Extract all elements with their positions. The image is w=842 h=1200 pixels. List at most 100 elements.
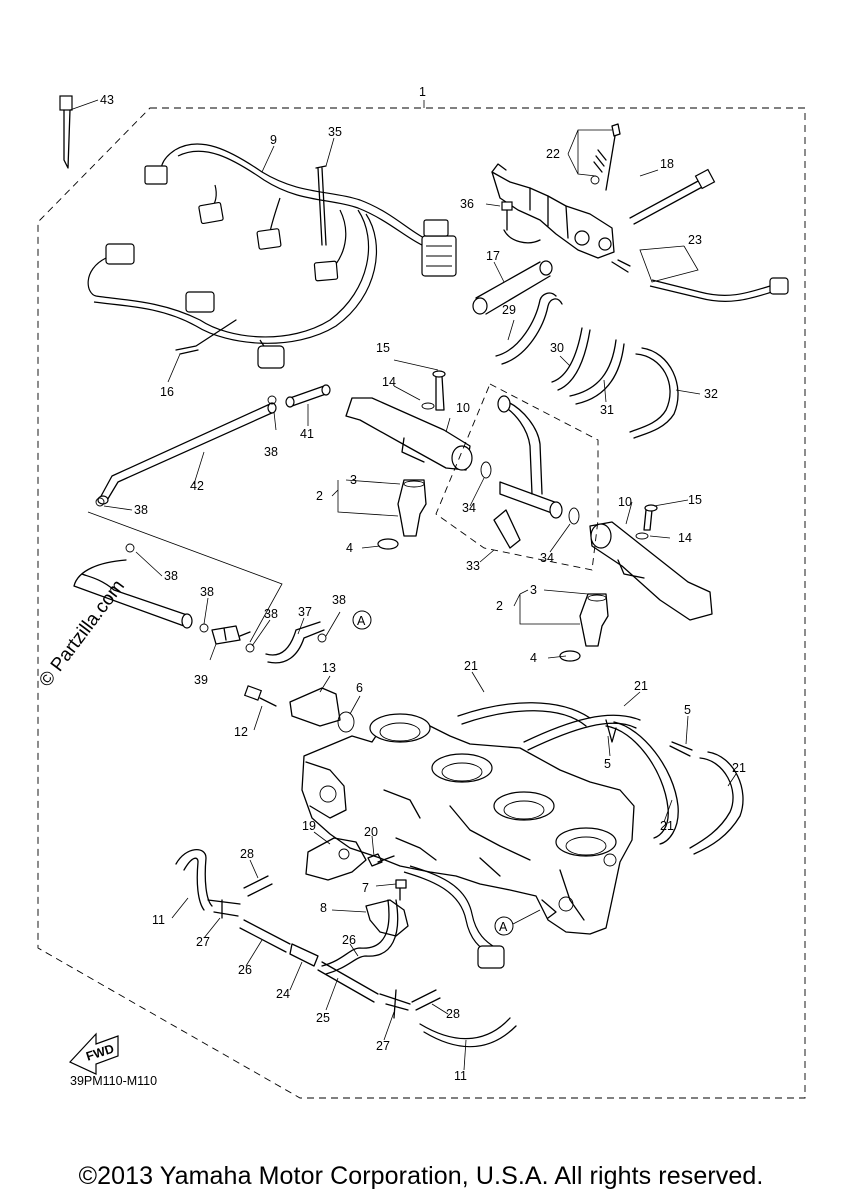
hose-42 bbox=[97, 402, 277, 505]
callout: 26 bbox=[238, 963, 252, 977]
callout: 11 bbox=[454, 1069, 467, 1083]
callout: 6 bbox=[356, 681, 363, 695]
callout: 37 bbox=[298, 605, 312, 619]
callout: 29 bbox=[502, 303, 516, 317]
joint-pipe-33 bbox=[480, 395, 580, 549]
hose-28-right bbox=[411, 989, 441, 1011]
joint-pipe-box bbox=[435, 383, 599, 571]
callout: 3 bbox=[350, 473, 357, 487]
hose-21-top bbox=[457, 702, 591, 727]
callout: 38 bbox=[264, 607, 278, 621]
joint-5 bbox=[669, 741, 693, 757]
cable-tie-43 bbox=[59, 95, 73, 169]
band-16 bbox=[175, 319, 237, 355]
callout: 24 bbox=[276, 987, 290, 1001]
callout: 15 bbox=[376, 341, 390, 355]
callout: 21 bbox=[732, 761, 746, 775]
joint-24 bbox=[289, 943, 319, 967]
callout: 32 bbox=[704, 387, 718, 401]
clips-38 bbox=[95, 395, 327, 653]
callout: 4 bbox=[530, 651, 537, 665]
callout: 21 bbox=[464, 659, 478, 673]
callout: 19 bbox=[302, 819, 316, 833]
joint-27-left bbox=[207, 899, 241, 919]
hose-11-right bbox=[419, 1017, 517, 1048]
callout: 13 bbox=[322, 661, 336, 675]
callout: 28 bbox=[240, 847, 254, 861]
pipe-41 bbox=[285, 384, 331, 408]
callout: 2 bbox=[496, 599, 503, 613]
callout: 38 bbox=[332, 593, 346, 607]
callout: 2 bbox=[316, 489, 323, 503]
hose-37 bbox=[265, 621, 325, 664]
callout: 33 bbox=[466, 559, 480, 573]
bolt-20 bbox=[367, 853, 395, 867]
callout: 8 bbox=[320, 901, 327, 915]
hose-11-left bbox=[175, 849, 213, 911]
callout: 10 bbox=[456, 401, 470, 415]
callout: 34 bbox=[462, 501, 476, 515]
ref-marker-a-2: A bbox=[494, 909, 541, 936]
callout: 12 bbox=[234, 725, 248, 739]
copyright-notice: ©2013 Yamaha Motor Corporation, U.S.A. A… bbox=[78, 1162, 764, 1190]
callout: 35 bbox=[328, 125, 342, 139]
hose-21-right bbox=[605, 721, 679, 845]
assembly-outline bbox=[37, 107, 806, 1099]
ref-marker-a-1: A bbox=[352, 610, 372, 630]
diagram-code: 39PM110-M110 bbox=[70, 1074, 158, 1088]
callout: 21 bbox=[660, 819, 674, 833]
callout: 16 bbox=[160, 385, 174, 399]
hose-31 bbox=[569, 339, 625, 405]
callout: 39 bbox=[194, 673, 208, 687]
callout: 31 bbox=[600, 403, 614, 417]
sensor-13 bbox=[243, 685, 355, 733]
callout: 15 bbox=[688, 493, 702, 507]
hose-25 bbox=[317, 961, 379, 1003]
callout: 43 bbox=[100, 93, 114, 107]
callout: 25 bbox=[316, 1011, 330, 1025]
callout: 28 bbox=[446, 1007, 460, 1021]
joint-39 bbox=[211, 625, 251, 645]
callout-labels: 1 43 9 35 16 22 18 36 23 17 29 30 31 32 … bbox=[100, 85, 746, 1083]
fuel-rail-right bbox=[559, 504, 713, 662]
hose-28-left bbox=[243, 875, 273, 897]
callout: 10 bbox=[618, 495, 632, 509]
callout: 38 bbox=[200, 585, 214, 599]
callout: 42 bbox=[190, 479, 204, 493]
callout: 14 bbox=[678, 531, 692, 545]
callout: 23 bbox=[688, 233, 702, 247]
callout: 38 bbox=[164, 569, 178, 583]
callout: 38 bbox=[264, 445, 278, 459]
hose-29 bbox=[495, 292, 563, 365]
callout: 27 bbox=[196, 935, 210, 949]
leader-box-38 bbox=[87, 511, 283, 643]
sensor-19 bbox=[305, 837, 367, 881]
callout: 14 bbox=[382, 375, 396, 389]
callout: 26 bbox=[342, 933, 356, 947]
band-35 bbox=[315, 165, 327, 246]
callout: 34 bbox=[540, 551, 554, 565]
leader-lines bbox=[69, 99, 737, 1071]
joint-27-right bbox=[379, 989, 411, 1019]
wire-harness bbox=[87, 143, 457, 369]
callout: 7 bbox=[362, 881, 369, 895]
svg-text:A: A bbox=[357, 614, 366, 628]
callout: 38 bbox=[134, 503, 148, 517]
callout: 4 bbox=[346, 541, 353, 555]
callout: 18 bbox=[660, 157, 674, 171]
callout: 36 bbox=[460, 197, 474, 211]
pressure-regulator-assembly bbox=[472, 123, 789, 315]
fwd-arrow-icon: FWD bbox=[68, 1032, 119, 1075]
fuel-rail-left bbox=[345, 370, 473, 550]
hose-21-far bbox=[689, 751, 744, 855]
callout: 41 bbox=[300, 427, 314, 441]
callout: 20 bbox=[364, 825, 378, 839]
callout: 1 bbox=[419, 85, 426, 99]
svg-text:A: A bbox=[499, 920, 508, 934]
hose-30 bbox=[551, 327, 591, 391]
hose-lower-left bbox=[73, 559, 193, 629]
callout: 27 bbox=[376, 1039, 390, 1053]
callout: 11 bbox=[152, 913, 165, 927]
callout: 17 bbox=[486, 249, 500, 263]
